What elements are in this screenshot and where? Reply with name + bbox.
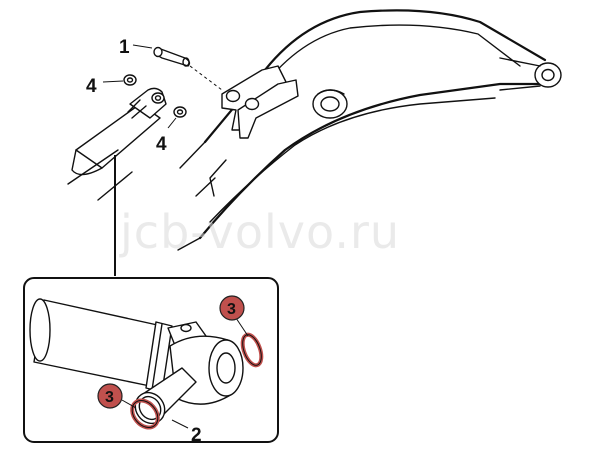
callout-1-label: 1 (119, 37, 130, 58)
badge-3-left: 3 (97, 383, 137, 409)
callout-4-bottom-label: 4 (156, 134, 167, 155)
pivot-pin (153, 46, 191, 67)
badge-3-right: 3 (219, 295, 249, 337)
seal-ring-right (240, 332, 264, 368)
callout-4-top-leader (102, 80, 124, 83)
badge-3-left-label: 3 (105, 389, 114, 406)
callout-4-top-label: 4 (86, 76, 97, 97)
hydraulic-cylinder (67, 87, 167, 201)
callout-1-leader (132, 44, 153, 49)
cylinder-mount-bracket (221, 65, 299, 139)
callout-2-leader (171, 419, 189, 429)
detail-cylinder-end (29, 298, 244, 425)
washer-bottom (173, 106, 187, 118)
boom-arm (177, 9, 562, 251)
watermark: jcb-volvo.ru (119, 205, 400, 259)
badge-3-right-label: 3 (227, 301, 236, 318)
seal-ring-left (130, 398, 160, 430)
washer-top (123, 74, 137, 86)
callout-2-label: 2 (191, 425, 202, 446)
pin-guide-line (189, 65, 223, 91)
callout-4-bottom-leader (167, 117, 177, 129)
